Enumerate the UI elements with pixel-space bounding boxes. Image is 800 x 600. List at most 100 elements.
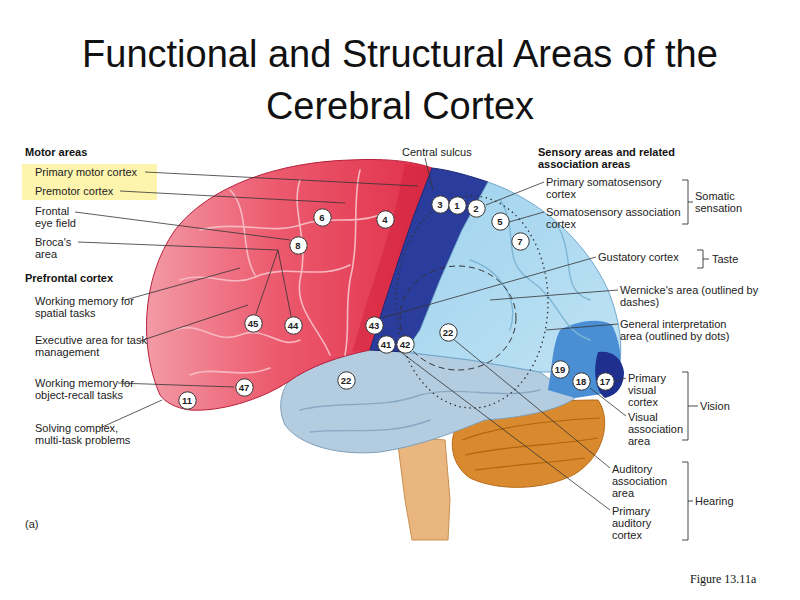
area-number-circle: 42: [396, 335, 415, 354]
callout-number: 18: [572, 372, 591, 391]
callout-number: 2: [467, 199, 486, 218]
brackets: [682, 180, 709, 540]
circle-shape: [235, 378, 252, 395]
callout-number: 6: [313, 208, 332, 227]
callout-number: 5: [491, 212, 510, 231]
area-label: Broca's area: [35, 236, 85, 260]
leader-line: [140, 305, 248, 341]
sulcus-line: [560, 230, 590, 300]
area-number-circle: 19: [551, 360, 570, 379]
circle-shape: [467, 199, 484, 216]
figure-caption: Figure 13.11a: [690, 572, 756, 587]
area-number-circle: 1: [448, 196, 467, 215]
callout-number: 41: [377, 335, 396, 354]
area-label: Primary visual cortex: [628, 372, 683, 408]
leader-line: [398, 350, 610, 510]
leader-line: [118, 383, 234, 387]
area-number-circle: 18: [572, 372, 591, 391]
leader-line: [509, 212, 544, 222]
fold-line: [475, 458, 585, 470]
area-label: Taste: [712, 253, 762, 265]
area-label: Somatosensory association cortex: [546, 206, 681, 230]
circle-shape: [596, 372, 613, 389]
area-number-circle: 7: [511, 232, 530, 251]
callout-number: 7: [511, 232, 530, 251]
callout-number: 17: [596, 372, 615, 391]
area-number-circle: 43: [365, 316, 384, 335]
leader-line: [382, 257, 596, 318]
area-label: Somatic sensation: [695, 190, 760, 214]
section-heading: Sensory areas and related association ar…: [538, 146, 728, 170]
sulcus-line: [310, 420, 430, 432]
area-label: Executive area for task management: [35, 334, 150, 358]
wernicke-outline: [400, 266, 516, 370]
sulcus-line: [190, 368, 270, 375]
area-label: General interpretation area (outlined by…: [620, 318, 750, 342]
circle-shape: [365, 316, 382, 333]
leader-line: [125, 268, 240, 300]
area-label: Auditory association area: [612, 463, 682, 499]
callout-number: 22: [337, 371, 356, 390]
sulcus-line: [200, 215, 380, 230]
callout-number: 1: [448, 196, 467, 215]
leader-line: [486, 182, 544, 205]
sulcus-line: [180, 265, 350, 281]
bracket: [682, 372, 698, 440]
callout-number: 44: [284, 316, 303, 335]
temporal-sulci: [300, 390, 540, 432]
sulcus-line: [345, 170, 360, 355]
callout-number: 11: [178, 391, 197, 410]
callout-number: 8: [289, 236, 308, 255]
area-label: Primary auditory cortex: [612, 505, 682, 541]
interpretation-outline: [396, 196, 548, 408]
circle-shape: [551, 360, 568, 377]
brainstem-shape: [398, 439, 450, 540]
bracket: [697, 250, 709, 268]
circle-shape: [396, 335, 413, 352]
area-number-circle: 22: [439, 323, 458, 342]
area-label: Frontal eye field: [35, 205, 90, 229]
area-label: Gustatory cortex: [598, 251, 708, 263]
circle-shape: [448, 196, 465, 213]
circle-shape: [491, 212, 508, 229]
leader-line: [490, 290, 618, 300]
leader-lines: [75, 158, 626, 510]
circle-shape: [178, 391, 195, 408]
callout-number: 45: [244, 314, 263, 333]
fold-line: [465, 438, 598, 455]
circle-shape: [289, 236, 306, 253]
circle-shape: [244, 314, 261, 331]
section-heading: Motor areas: [25, 146, 135, 158]
area-number-circle: 6: [313, 208, 332, 227]
area-label: Wernicke's area (outlined by dashes): [620, 284, 770, 308]
bracket: [682, 462, 693, 540]
area-label: Vision: [700, 400, 760, 412]
leader-line: [452, 338, 610, 468]
area-label: Working memory for object-recall tasks: [35, 377, 135, 401]
area-label: Primary somatosensory cortex: [546, 176, 681, 200]
callout-number: 3: [431, 195, 450, 214]
leader-line: [120, 191, 345, 203]
leader-line: [546, 324, 618, 330]
callout-number: 42: [396, 335, 415, 354]
leader-line: [425, 158, 433, 190]
area-label: Visual association area: [628, 411, 698, 447]
circle-shape: [337, 371, 354, 388]
bracket: [682, 180, 693, 224]
leader-line: [615, 378, 626, 381]
frontal-sulci: [175, 170, 380, 375]
circle-shape: [313, 208, 330, 225]
leader-line: [590, 388, 626, 416]
frontal-lobe: [146, 159, 432, 410]
section-heading: Prefrontal cortex: [25, 272, 155, 284]
callout-number: 43: [365, 316, 384, 335]
circle-shape: [284, 316, 301, 333]
area-number-circle: 47: [235, 378, 254, 397]
area-number-circle: 44: [284, 316, 303, 335]
area-number-circle: 3: [431, 195, 450, 214]
area-label: Central sulcus: [402, 146, 502, 158]
circle-shape: [377, 335, 394, 352]
circle-shape: [439, 323, 456, 340]
sulcus-line: [297, 180, 330, 355]
